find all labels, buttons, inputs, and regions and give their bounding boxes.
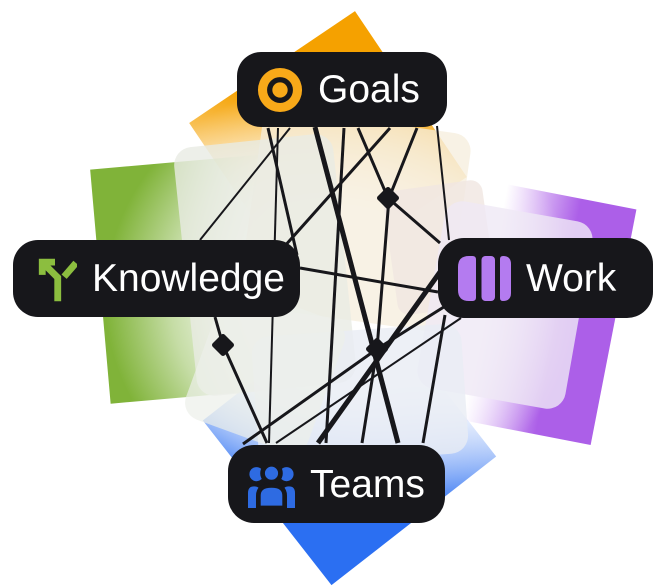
edge-line xyxy=(324,127,346,444)
teams-node[interactable]: Teams xyxy=(228,445,445,523)
knowledge-node[interactable]: Knowledge xyxy=(13,240,300,317)
people-icon xyxy=(248,461,295,508)
edge-line xyxy=(421,314,447,444)
edge-line xyxy=(312,126,401,444)
edge-line xyxy=(275,317,462,444)
columns-icon xyxy=(458,255,511,301)
edge-line xyxy=(242,303,448,446)
edge-line xyxy=(299,266,439,294)
edge-line xyxy=(436,125,450,241)
connector-node xyxy=(212,334,234,356)
node-label: Work xyxy=(526,256,617,300)
node-label: Teams xyxy=(310,462,425,506)
edge-line xyxy=(199,127,291,241)
edge-line xyxy=(281,127,392,249)
node-label: Goals xyxy=(318,68,420,111)
node-label: Knowledge xyxy=(92,257,285,300)
connector-node xyxy=(366,338,388,360)
edge-line xyxy=(356,127,441,245)
target-icon xyxy=(257,67,303,113)
goals-node[interactable]: Goals xyxy=(237,52,447,127)
connector-node xyxy=(377,187,399,209)
edge-line xyxy=(360,127,419,444)
branch-arrow-icon xyxy=(33,253,77,304)
work-node[interactable]: Work xyxy=(438,238,653,318)
